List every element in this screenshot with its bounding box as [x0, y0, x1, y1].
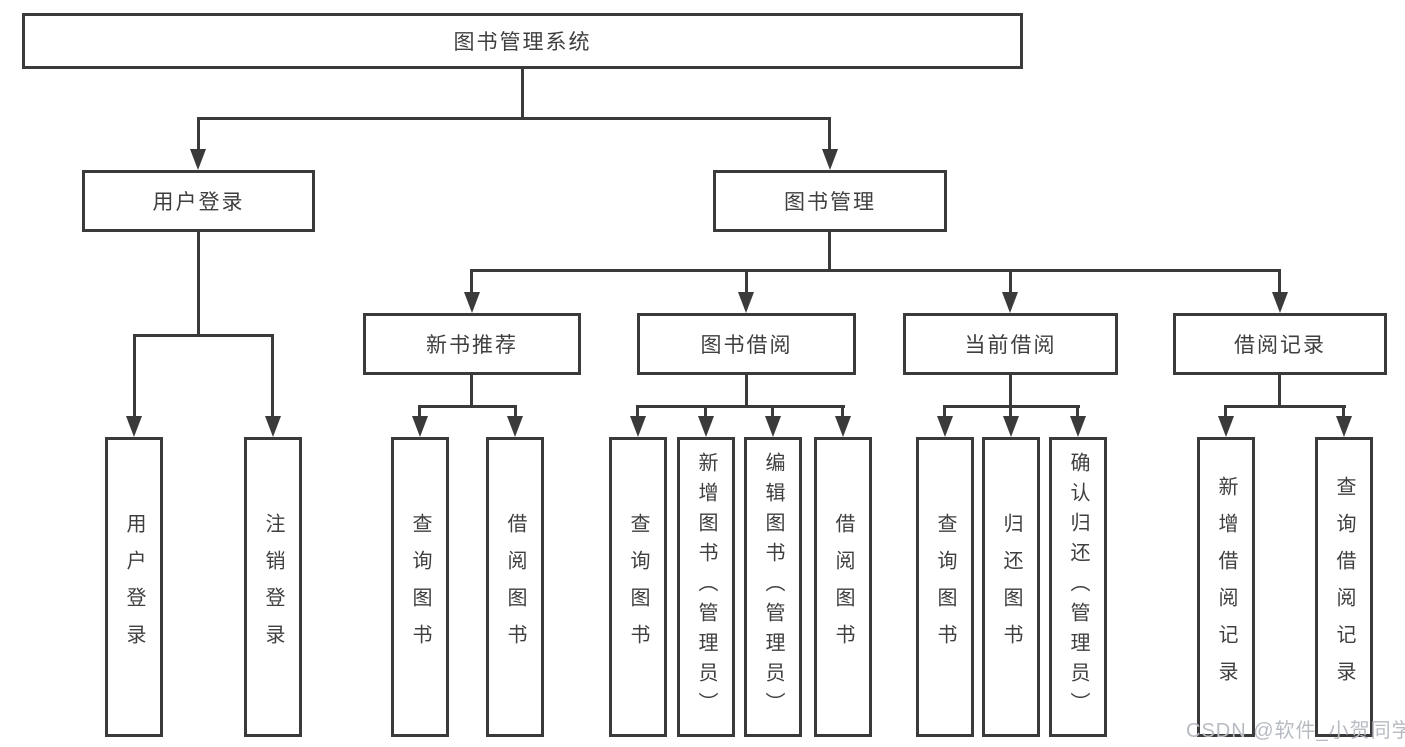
connector-line	[745, 375, 748, 407]
arrowhead-down-icon	[190, 149, 206, 170]
connector-line	[636, 405, 639, 419]
connector-line	[133, 334, 136, 419]
connector-line	[521, 69, 524, 118]
connector-line	[771, 405, 774, 419]
csdn-watermark: CSDN @软件_小贺同学	[1186, 720, 1405, 742]
node-borrow-record: 借阅记录	[1173, 313, 1387, 375]
connector-line	[1224, 405, 1227, 419]
leaf-query-book-recommend: 查询图书	[391, 437, 449, 737]
leaf-query-borrow-record: 查询借阅记录	[1315, 437, 1373, 737]
leaf-return-book: 归还图书	[982, 437, 1040, 737]
connector-line	[944, 405, 1080, 408]
leaf-user-login: 用户登录	[105, 437, 163, 737]
leaf-logout: 注销登录	[244, 437, 302, 737]
arrowhead-down-icon	[265, 416, 281, 437]
leaf-query-book: 查询图书	[609, 437, 667, 737]
connector-line	[1009, 269, 1012, 297]
connector-line	[470, 375, 473, 407]
connector-line	[197, 117, 200, 153]
arrowhead-down-icon	[464, 292, 480, 313]
node-new-book-recommend: 新书推荐	[363, 313, 581, 375]
arrowhead-down-icon	[1218, 416, 1234, 437]
leaf-add-book-admin: 新增图书（管理员）	[677, 437, 735, 737]
node-book-management: 图书管理	[713, 170, 947, 232]
leaf-query-book-current: 查询图书	[916, 437, 974, 737]
connector-line	[828, 117, 831, 153]
arrowhead-down-icon	[937, 416, 953, 437]
connector-line	[1342, 405, 1345, 419]
connector-line	[197, 117, 831, 120]
leaf-edit-book-admin: 编辑图书（管理员）	[744, 437, 802, 737]
connector-line	[197, 232, 200, 336]
node-current-borrow: 当前借阅	[903, 313, 1118, 375]
connector-line	[1076, 405, 1079, 419]
connector-line	[1224, 405, 1346, 408]
arrowhead-down-icon	[765, 416, 781, 437]
node-user-login: 用户登录	[82, 170, 315, 232]
connector-line	[1278, 375, 1281, 407]
connector-line	[828, 232, 831, 271]
connector-line	[470, 269, 1281, 272]
arrowhead-down-icon	[630, 416, 646, 437]
arrowhead-down-icon	[738, 292, 754, 313]
connector-line	[943, 405, 946, 419]
connector-line	[704, 405, 707, 419]
connector-line	[514, 405, 517, 419]
arrowhead-down-icon	[835, 416, 851, 437]
connector-line	[470, 269, 473, 297]
connector-line	[1009, 375, 1012, 407]
connector-line	[1009, 405, 1012, 419]
node-book-borrow: 图书借阅	[637, 313, 856, 375]
arrowhead-down-icon	[126, 416, 142, 437]
connector-line	[637, 405, 845, 408]
arrowhead-down-icon	[698, 416, 714, 437]
connector-line	[271, 334, 274, 419]
leaf-borrow-book-recommend: 借阅图书	[486, 437, 544, 737]
connector-line	[1278, 269, 1281, 297]
arrowhead-down-icon	[1003, 416, 1019, 437]
arrowhead-down-icon	[1070, 416, 1086, 437]
connector-line	[133, 334, 274, 337]
connector-line	[841, 405, 844, 419]
leaf-borrow-book: 借阅图书	[814, 437, 872, 737]
leaf-add-borrow-record: 新增借阅记录	[1197, 437, 1255, 737]
node-library-system: 图书管理系统	[22, 13, 1023, 69]
connector-line	[418, 405, 517, 408]
arrowhead-down-icon	[822, 149, 838, 170]
arrowhead-down-icon	[412, 416, 428, 437]
arrowhead-down-icon	[507, 416, 523, 437]
connector-line	[418, 405, 421, 419]
arrowhead-down-icon	[1002, 292, 1018, 313]
leaf-confirm-return-admin: 确认归还（管理员）	[1049, 437, 1107, 737]
connector-line	[745, 269, 748, 297]
arrowhead-down-icon	[1336, 416, 1352, 437]
arrowhead-down-icon	[1272, 292, 1288, 313]
